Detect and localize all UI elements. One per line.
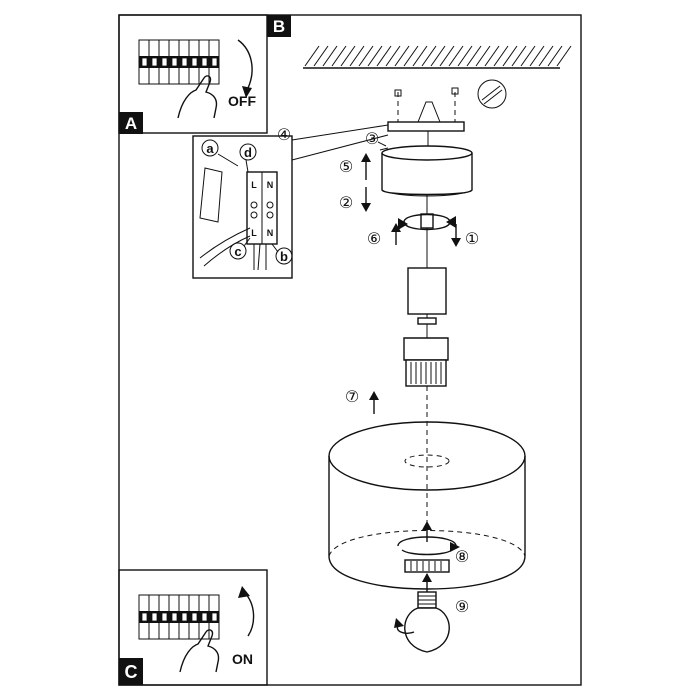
ceiling-hatch-line <box>556 45 572 67</box>
canopy <box>381 145 473 197</box>
screw-icon <box>377 141 389 151</box>
hand-on-icon <box>179 629 220 673</box>
panel-c-badge <box>119 658 143 685</box>
panel-c-switch-on: C ON <box>118 569 268 686</box>
curved-arrow-down-icon <box>237 39 253 89</box>
ceiling-hatch-line <box>394 45 410 67</box>
off-text: OFF <box>228 93 256 109</box>
ceiling-hatch-line <box>475 45 491 67</box>
ceiling-hatch-line <box>529 45 545 67</box>
panel-a-label: A <box>125 114 137 133</box>
ceiling-hatch-line <box>358 45 374 67</box>
ceiling-hatch-line <box>439 45 455 67</box>
ceiling-hatch-line <box>412 45 428 67</box>
ceiling-hatch-line <box>322 45 338 67</box>
panel-a-badge <box>119 112 143 134</box>
wiring-label-b: b <box>280 249 288 264</box>
ceiling-hatch-line <box>547 45 563 67</box>
panel-a-switch-off: A OFF <box>118 14 268 134</box>
breaker-bank-on <box>138 594 220 640</box>
ceiling-hatch-line <box>538 45 554 67</box>
panel-c-frame <box>118 569 268 686</box>
lamp-socket <box>403 337 449 412</box>
panel-b-label: B <box>273 17 285 36</box>
hand-off-icon <box>177 75 218 119</box>
light-bulb <box>394 573 450 653</box>
curved-arrow-up-icon <box>243 591 255 637</box>
ceiling-hatch-line <box>385 45 401 67</box>
ceiling-hatch-line <box>421 45 437 67</box>
ceiling-hatch-line <box>313 45 329 67</box>
step-9: ⑨ <box>455 599 469 616</box>
terminal-l-top: L <box>251 180 257 190</box>
cover-plate <box>199 167 223 223</box>
ceiling-hatch-line <box>331 45 347 67</box>
panel-c-label: C <box>125 662 138 682</box>
ceiling-hatch-line <box>430 45 446 67</box>
step-5: ⑤ <box>339 159 353 176</box>
on-text: ON <box>232 651 253 667</box>
ceiling-hatch-line <box>484 45 500 67</box>
step-8: ⑧ <box>455 549 469 566</box>
ceiling-hatch-line <box>367 45 383 67</box>
step-1: ① <box>465 231 479 248</box>
mounting-bracket <box>387 101 465 150</box>
ceiling-hatch-line <box>376 45 392 67</box>
step-7: ⑦ <box>345 389 359 406</box>
ceiling-hatch-line <box>349 45 365 67</box>
canopy-lock-ring <box>398 195 456 250</box>
ceiling <box>303 45 572 69</box>
ceiling-hatch-line <box>520 45 536 67</box>
panel-b-badge <box>267 15 291 37</box>
suspension-rod <box>407 250 447 338</box>
ceiling-hatch-line <box>403 45 419 67</box>
step-2: ② <box>339 195 353 212</box>
terminal-l-bottom: L <box>251 228 257 238</box>
ceiling-hatch-line <box>466 45 482 67</box>
panel-a-frame <box>118 14 268 134</box>
ceiling-hatch-line <box>304 45 320 67</box>
terminal-n-bottom: N <box>267 228 274 238</box>
step-6: ⑥ <box>367 231 381 248</box>
wiring-label-a: a <box>206 141 214 156</box>
shade-fixing-ring <box>397 521 460 573</box>
rod-sleeve <box>407 267 447 315</box>
ceiling-hatch-line <box>493 45 509 67</box>
ceiling-hatch-line <box>340 45 356 67</box>
wall-plug-screws <box>394 79 507 124</box>
terminal-n-top: N <box>267 180 274 190</box>
wiring-detail-box: L N L N a d c b <box>192 124 389 279</box>
wiring-label-c: c <box>234 244 241 259</box>
outer-frame <box>118 14 582 686</box>
ceiling-hatch-line <box>457 45 473 67</box>
breaker-bank-off <box>138 39 220 85</box>
step-arrows-canopy <box>361 153 461 247</box>
ceiling-hatch-line <box>502 45 518 67</box>
ceiling-hatch-line <box>448 45 464 67</box>
wiring-label-d: d <box>244 145 252 160</box>
ceiling-hatch-line <box>511 45 527 67</box>
